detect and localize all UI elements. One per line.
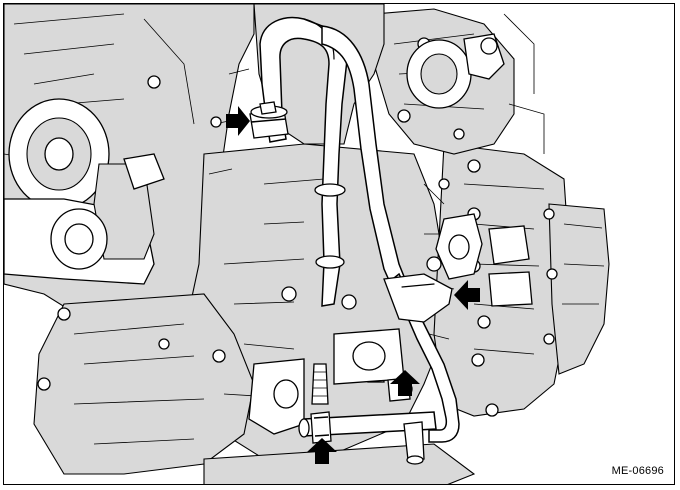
upper-clamp-arrow [226, 106, 250, 136]
upper-hose-clamp [249, 101, 289, 139]
flange-plate [248, 328, 405, 435]
throttle-body [406, 13, 545, 154]
figure-code: ME-06696 [611, 465, 664, 477]
bracket-bolt-arrow [454, 280, 480, 310]
pipe-mount-arrow [390, 370, 420, 396]
lower-clamp-arrow [307, 438, 337, 464]
lower-hose-clamp [310, 411, 332, 444]
pulley-assembly [4, 98, 165, 285]
right-bracket [435, 213, 533, 307]
diagram-frame: ME-06696 [3, 3, 675, 485]
callout-arrows [226, 106, 480, 464]
engine-diagram [4, 4, 610, 484]
